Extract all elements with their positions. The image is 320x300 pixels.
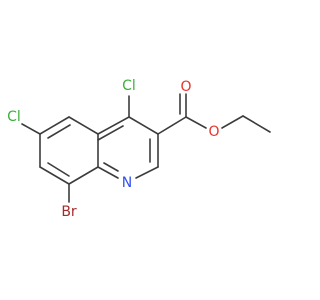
atom-n-ring: N (122, 175, 132, 191)
bond (242, 115, 271, 133)
bond (97, 166, 119, 179)
bond (21, 123, 41, 135)
bond (97, 125, 124, 141)
bond (97, 116, 130, 135)
bond (47, 124, 71, 139)
bond (128, 116, 159, 135)
bond (135, 166, 159, 179)
bond (157, 116, 187, 135)
bond (221, 115, 244, 129)
structure-diagram: Cl Cl O O N Br (7, 78, 271, 220)
atom-br: Br (61, 204, 77, 220)
atom-cl-left: Cl (7, 109, 21, 125)
bond (39, 116, 70, 135)
bond (39, 166, 70, 185)
bond (47, 162, 70, 177)
bond (68, 116, 99, 135)
atom-o-carbonyl: O (180, 79, 191, 95)
bond (103, 162, 119, 172)
atom-labels: Cl Cl O O N Br (7, 78, 219, 220)
bonds (21, 93, 271, 203)
molecule-structure: Cl Cl O O N Br (7, 78, 271, 220)
bond (68, 166, 99, 185)
atom-cl-top: Cl (122, 78, 136, 94)
atom-o-ester: O (208, 124, 219, 140)
bond (185, 116, 207, 129)
